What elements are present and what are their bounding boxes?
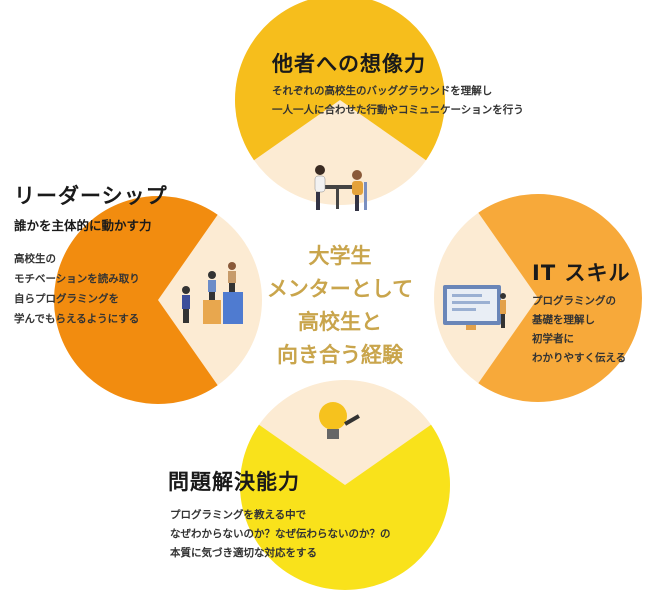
left-desc-4: 学んでもらえるようにする [14,313,140,325]
circle-right [434,193,642,402]
bottom-desc-2: なぜわからないのか？なぜ伝わらないのか？の [170,528,391,540]
center-line-4: 向き合う経験 [277,343,403,367]
center-message: 大学生 メンターとして 高校生と 向き合う経験 [240,240,440,372]
top-title: 他者への想像力 [272,52,426,76]
right-desc-1: プログラミングの [532,295,616,307]
top-desc-2: 一人一人に合わせた行動やコミュニケーションを行う [272,104,524,116]
bottom-title: 問題解決能力 [168,470,300,494]
left-desc-3: 自らプログラミングを [14,293,119,305]
right-desc-3: 初学者に [532,333,574,345]
left-title: リーダーシップ [14,184,168,208]
top-desc-1: それぞれの高校生のバッググラウンドを理解し [272,85,493,97]
center-line-2: メンターとして [266,277,414,301]
left-subtitle: 誰かを主体的に動かす力 [14,218,152,233]
bottom-desc-3: 本質に気づき適切な対応をする [170,547,317,559]
circle-bottom [240,380,450,590]
circle-left [54,196,262,405]
lightbulb-icon [319,402,360,439]
left-desc-1: 高校生の [14,253,56,265]
circle-top [235,0,445,205]
right-desc-4: わかりやすく伝える [532,352,627,364]
bottom-desc-1: プログラミングを教える中で [170,509,307,521]
people-at-table-icon [314,165,367,211]
right-desc-2: 基礎を理解し [532,314,595,326]
computer-screen-icon [443,285,506,330]
right-title: IT スキル [532,261,631,285]
center-line-1: 大学生 [308,244,372,268]
climbing-steps-icon [182,262,243,324]
left-desc-2: モチベーションを読み取り [14,273,140,285]
center-line-3: 高校生と [298,310,382,334]
